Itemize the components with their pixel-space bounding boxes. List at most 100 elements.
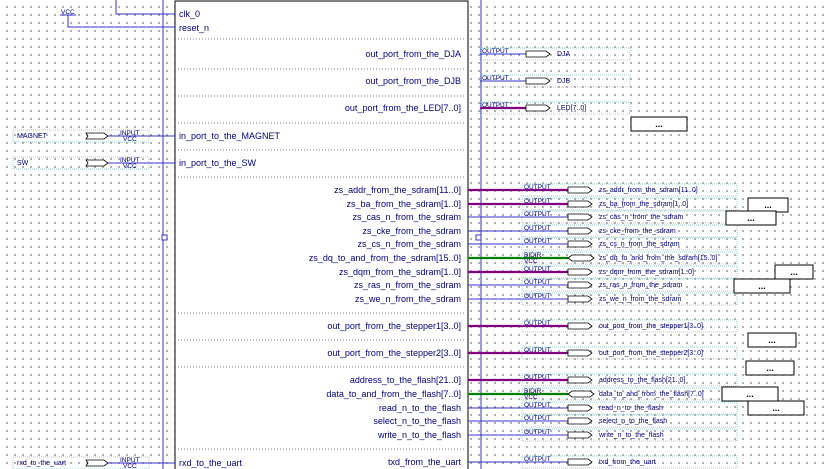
output-tag: OUTPUT bbox=[524, 211, 551, 218]
output-pin-symbol bbox=[567, 322, 593, 330]
output-pin-name: txd_from_the_uart bbox=[599, 459, 656, 466]
output-pin-name: read_n_to_the_flash bbox=[599, 405, 663, 412]
input-pin-symbol bbox=[85, 132, 109, 140]
pin-frame bbox=[521, 265, 738, 279]
ellipsis-box[interactable]: ... bbox=[630, 116, 688, 132]
output-pin-name: address_to_the_flash[21..0] bbox=[599, 377, 685, 384]
output-port-label: out_port_from_the_stepper1[3..0] bbox=[327, 321, 461, 331]
output-port-label: out_port_from_the_stepper2[3..0] bbox=[327, 348, 461, 358]
ellipsis-frame bbox=[745, 360, 795, 376]
output-tag: OUTPUT bbox=[524, 279, 551, 286]
output-pin-10[interactable]: zs_ras_n_from_the_sdram OUTPUT zs_ras_n_fr… bbox=[354, 278, 738, 292]
pin-frame bbox=[479, 74, 631, 88]
ellipsis-box[interactable]: ... bbox=[745, 360, 795, 376]
output-pin-name: zs_ba_from_the_sdram[1..0] bbox=[599, 201, 688, 208]
pin-frame bbox=[521, 197, 738, 211]
right-column-handle[interactable] bbox=[475, 234, 482, 241]
ellipsis-box[interactable]: ... bbox=[733, 278, 791, 294]
bidir-vcc-tag: VCC bbox=[524, 258, 538, 265]
input-vcc-tag: VCC bbox=[123, 163, 137, 170]
output-pin-name: zs_cke_from_the_sdram bbox=[599, 228, 676, 235]
pin-frame bbox=[521, 224, 738, 238]
bidir-vcc-tag: VCC bbox=[524, 394, 538, 401]
ellipsis-box[interactable]: ... bbox=[774, 264, 814, 280]
pin-frame bbox=[521, 251, 738, 265]
ellipsis-text: ... bbox=[746, 389, 754, 399]
nios-system-block[interactable] bbox=[174, 0, 469, 469]
ellipsis-frame bbox=[747, 400, 805, 416]
input-pin-symbol bbox=[85, 459, 109, 467]
output-pin-8[interactable]: zs_dq_to_and_from_the_sdram[15..0]BIDIRV… bbox=[309, 251, 738, 265]
pin-frame bbox=[521, 373, 738, 387]
output-pin-name: zs_ras_n_from_the_sdram bbox=[599, 282, 682, 289]
bidir-pin-symbol bbox=[567, 390, 595, 398]
output-port-label: address_to_the_flash[21..0] bbox=[350, 375, 461, 385]
left-column-handle[interactable] bbox=[161, 234, 168, 241]
output-port-label: zs_ras_n_from_the_sdram bbox=[354, 280, 461, 290]
output-pin-symbol bbox=[567, 227, 593, 235]
output-tag: OUTPUT bbox=[524, 347, 551, 354]
clk-wire bbox=[115, 0, 175, 15]
ellipsis-box[interactable]: ... bbox=[747, 332, 797, 348]
output-pin-14[interactable]: address_to_the_flash[21..0] OUTPUT address… bbox=[350, 373, 738, 387]
ellipsis-box[interactable]: ... bbox=[721, 386, 779, 402]
input-port-label: in_port_to_the_MAGNET bbox=[179, 131, 281, 141]
input-tag: INPUT bbox=[120, 457, 140, 464]
ellipsis-frame bbox=[774, 264, 814, 280]
output-tag: OUTPUT bbox=[524, 320, 551, 327]
output-pin-symbol bbox=[567, 213, 593, 221]
pin-frame bbox=[521, 455, 738, 469]
output-port-label: data_to_and_from_the_flash[7..0] bbox=[326, 389, 461, 399]
vcc-label: VCC bbox=[61, 9, 75, 16]
pin-frame bbox=[479, 47, 631, 61]
output-pin-symbol bbox=[567, 417, 593, 425]
output-pin-name: data_to_and_from_the_flash[7..0] bbox=[599, 391, 704, 398]
output-pin-12[interactable]: out_port_from_the_stepper1[3..0] OUTPUT ou… bbox=[327, 319, 738, 333]
output-tag: OUTPUT bbox=[482, 48, 509, 55]
output-pin-name: out_port_from_the_stepper1[3..0] bbox=[599, 323, 703, 330]
output-pin-name: DJB bbox=[557, 78, 571, 85]
output-port-label: zs_cas_n_from_the_sdram bbox=[352, 212, 461, 222]
output-pin-15[interactable]: data_to_and_from_the_flash[7..0]BIDIRVCC… bbox=[326, 387, 738, 401]
output-pin-symbol bbox=[567, 431, 593, 439]
ellipsis-box[interactable]: ... bbox=[725, 210, 777, 226]
pin-frame bbox=[521, 237, 738, 251]
output-tag: OUTPUT bbox=[524, 184, 551, 191]
clk-port-label: clk_0 bbox=[179, 9, 200, 19]
ellipsis-box[interactable]: ... bbox=[747, 400, 805, 416]
pin-frame bbox=[521, 401, 738, 415]
ellipsis-boxes: ........................... bbox=[630, 116, 814, 416]
output-port-label: zs_we_n_from_the_sdram bbox=[355, 294, 461, 304]
output-tag: OUTPUT bbox=[524, 374, 551, 381]
ellipsis-text: ... bbox=[758, 281, 766, 291]
input-vcc-tag: VCC bbox=[123, 463, 137, 469]
ellipsis-text: ... bbox=[768, 335, 776, 345]
output-port-label: zs_addr_from_the_sdram[11..0] bbox=[334, 185, 461, 195]
output-tag: OUTPUT bbox=[524, 456, 551, 463]
output-pin-symbol bbox=[567, 186, 593, 194]
ellipsis-box[interactable]: ... bbox=[747, 197, 789, 213]
output-tag: OUTPUT bbox=[482, 75, 509, 82]
ellipsis-text: ... bbox=[790, 267, 798, 277]
